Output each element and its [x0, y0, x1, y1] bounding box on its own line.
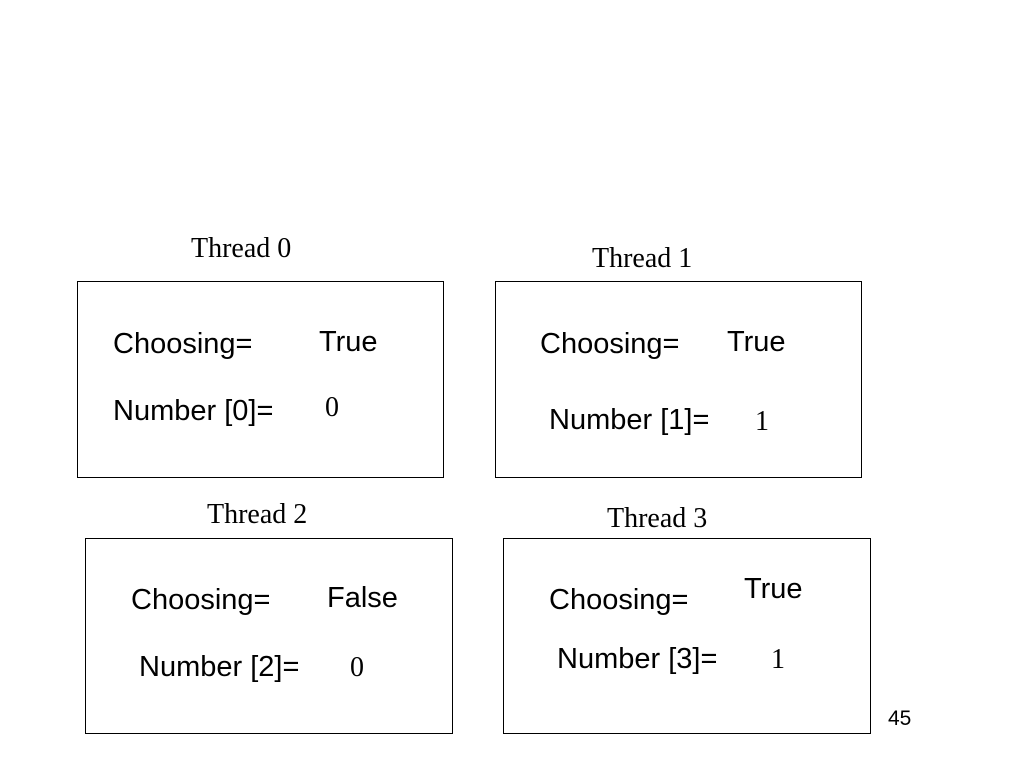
- thread-2-number-value: 0: [350, 652, 364, 683]
- thread-3-box: [503, 538, 871, 734]
- thread-1-box: [495, 281, 862, 478]
- thread-3-choosing-value: True: [744, 573, 803, 605]
- thread-3-number-label: Number [3]=: [557, 643, 718, 675]
- thread-2-title: Thread 2: [207, 499, 308, 530]
- thread-1-choosing-value: True: [727, 326, 786, 358]
- thread-3-number-value: 1: [771, 644, 785, 675]
- thread-2-choosing-value: False: [327, 582, 398, 614]
- thread-3-choosing-label: Choosing=: [549, 584, 689, 616]
- thread-1-title: Thread 1: [592, 243, 693, 274]
- thread-1-choosing-label: Choosing=: [540, 328, 680, 360]
- thread-2-number-label: Number [2]=: [139, 651, 300, 683]
- thread-3-title: Thread 3: [607, 503, 708, 534]
- thread-1-number-label: Number [1]=: [549, 404, 710, 436]
- thread-0-number-label: Number [0]=: [113, 395, 274, 427]
- thread-0-number-value: 0: [325, 392, 339, 423]
- thread-1-number-value: 1: [755, 406, 769, 437]
- thread-2-box: [85, 538, 453, 734]
- thread-2-choosing-label: Choosing=: [131, 584, 271, 616]
- page-number: 45: [888, 707, 912, 730]
- thread-0-title: Thread 0: [191, 233, 292, 264]
- thread-0-box: [77, 281, 444, 478]
- thread-0-choosing-value: True: [319, 326, 378, 358]
- thread-0-choosing-label: Choosing=: [113, 328, 253, 360]
